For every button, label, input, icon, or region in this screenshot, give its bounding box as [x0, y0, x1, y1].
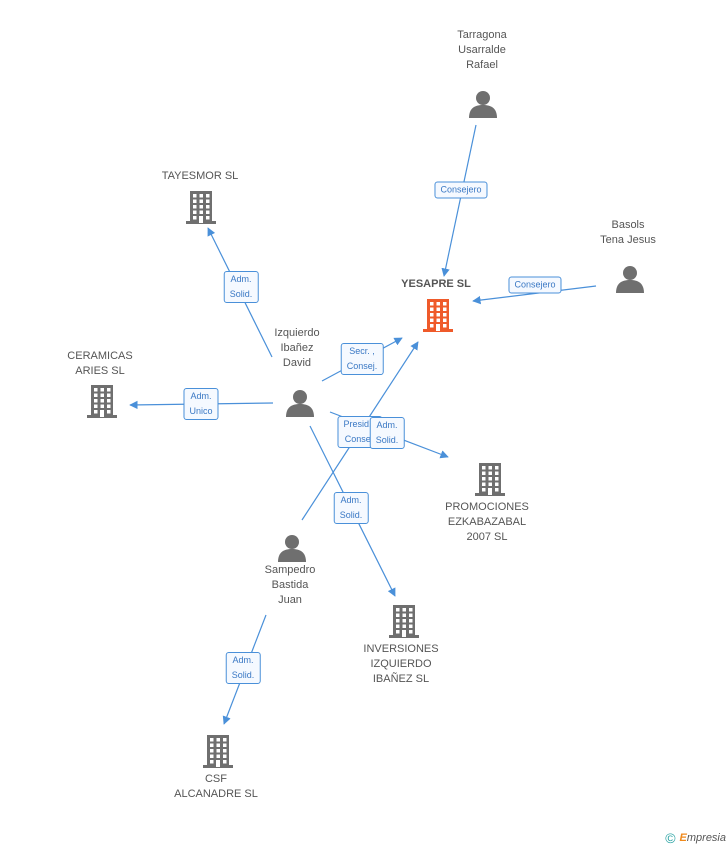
node-label-basols[interactable]: Basols Tena Jesus: [600, 219, 656, 246]
node-label-izquierdo[interactable]: Izquierdo Ibañez David: [274, 327, 320, 369]
copyright-icon: ©: [665, 830, 676, 846]
person-icon[interactable]: [285, 388, 315, 423]
person-icon[interactable]: [468, 89, 498, 124]
edge-label-tarragona-to-yesapre[interactable]: Consejero: [434, 181, 488, 199]
node-label-csf[interactable]: CSF ALCANADRE SL: [174, 773, 258, 800]
node-label-tarragona[interactable]: Tarragona Usarralde Rafael: [457, 29, 507, 71]
node-label-promociones[interactable]: PROMOCIONES EZKABAZABAL 2007 SL: [445, 501, 529, 543]
footer: © Empresia: [665, 830, 726, 846]
node-label-sampedro[interactable]: Sampedro Bastida Juan: [264, 564, 316, 606]
building-icon[interactable]: [473, 461, 507, 502]
edge-label-izquierdo-to-ceramicas[interactable]: Adm. Unico: [183, 388, 219, 420]
edge-label-izquierdo-to-yesapre[interactable]: Secr. , Consej.: [340, 343, 384, 375]
building-icon[interactable]: [85, 383, 119, 424]
brand-initial: E: [679, 832, 687, 844]
edge-label-izquierdo-to-tayesmor[interactable]: Adm. Solid.: [223, 271, 259, 303]
edge-tarragona-to-yesapre: [441, 124, 477, 277]
node-label-tayesmor[interactable]: TAYESMOR SL: [161, 170, 239, 182]
edge-label-izquierdo-to-inversiones[interactable]: Adm. Solid.: [333, 492, 369, 524]
person-icon[interactable]: [615, 264, 645, 299]
edge-label-basols-to-yesapre[interactable]: Consejero: [508, 276, 562, 294]
brand-name: mpresia: [686, 832, 726, 844]
node-label-yesapre[interactable]: YESAPRE SL: [401, 278, 471, 290]
node-label-ceramicas[interactable]: CERAMICAS ARIES SL: [67, 350, 133, 377]
brand-logo[interactable]: Empresia: [680, 832, 726, 844]
building-icon[interactable]: [421, 297, 455, 338]
building-icon[interactable]: [201, 733, 235, 774]
edge-label-sampedro-to-csf[interactable]: Adm. Solid.: [225, 652, 261, 684]
building-icon[interactable]: [387, 603, 421, 644]
building-icon[interactable]: [184, 189, 218, 230]
edge-label-izquierdo-to-promociones[interactable]: Adm. Solid.: [369, 417, 405, 449]
edge-basols-to-yesapre: [472, 285, 597, 305]
node-label-inversiones[interactable]: INVERSIONES IZQUIERDO IBAÑEZ SL: [363, 643, 439, 685]
person-icon[interactable]: [277, 533, 307, 568]
